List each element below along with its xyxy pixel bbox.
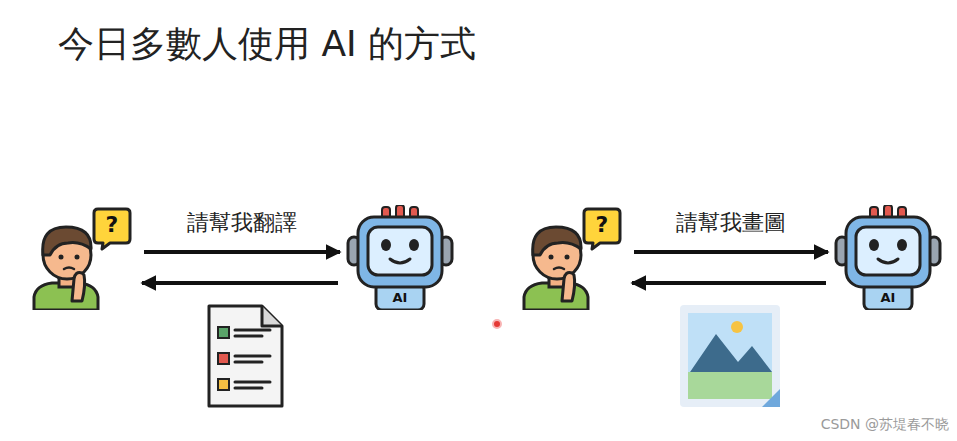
question-mark: ? xyxy=(584,211,620,239)
request-label: 請幫我畫圖 xyxy=(673,210,789,235)
person-icon xyxy=(28,205,140,310)
user-figure: ? xyxy=(28,205,140,310)
ai-tag: AI xyxy=(380,288,420,308)
image-icon xyxy=(680,305,780,407)
edge-label-box: 請幫我翻譯 xyxy=(184,208,300,238)
document-icon xyxy=(209,306,282,406)
person-icon xyxy=(518,205,630,310)
question-mark: ? xyxy=(94,211,130,239)
ai-tag: AI xyxy=(868,288,908,308)
pointer-dot xyxy=(493,320,501,328)
user-figure: ? xyxy=(518,205,630,310)
request-label: 請幫我翻譯 xyxy=(184,210,300,235)
title: 今日多數人使用 AI 的方式 xyxy=(58,20,476,69)
request-arrow xyxy=(634,250,828,254)
edge-label-box: 請幫我畫圖 xyxy=(673,208,789,238)
watermark-box: CSDN @苏堤春不晓 xyxy=(821,414,949,434)
watermark: CSDN @苏堤春不晓 xyxy=(821,416,949,432)
ai-robot: AI xyxy=(342,205,458,310)
request-arrow xyxy=(142,281,338,285)
request-arrow xyxy=(632,281,826,285)
ai-robot: AI xyxy=(830,205,946,310)
request-arrow xyxy=(144,250,340,254)
